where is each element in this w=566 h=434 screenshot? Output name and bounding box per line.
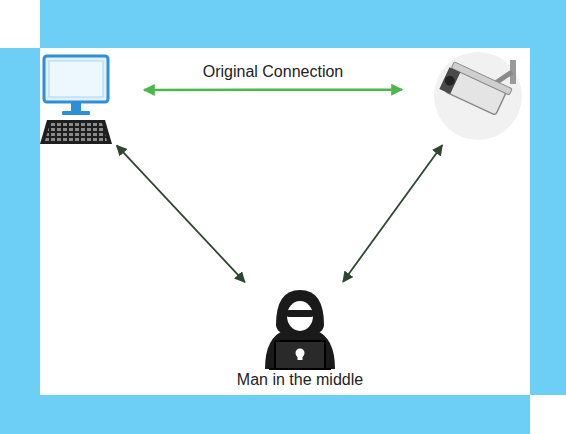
frame-band [0, 48, 40, 434]
computer-node [38, 52, 114, 152]
connection-arrow [144, 88, 402, 91]
caption-holder: Man in the middle [225, 370, 375, 390]
frame-band [40, 0, 566, 48]
camera-icon [432, 50, 524, 142]
connection-arrow [343, 145, 442, 282]
frame-band [0, 395, 530, 434]
connection-arrow [117, 145, 245, 282]
label-holder: Original Connection [200, 62, 347, 82]
hacker-icon [225, 285, 375, 371]
connection-label: Original Connection [200, 62, 347, 82]
computer-icon [38, 52, 114, 152]
node-label: Man in the middle [234, 370, 366, 390]
camera-node [432, 50, 524, 142]
attacker-node: Man in the middle [225, 285, 375, 397]
frame-band [530, 0, 566, 395]
